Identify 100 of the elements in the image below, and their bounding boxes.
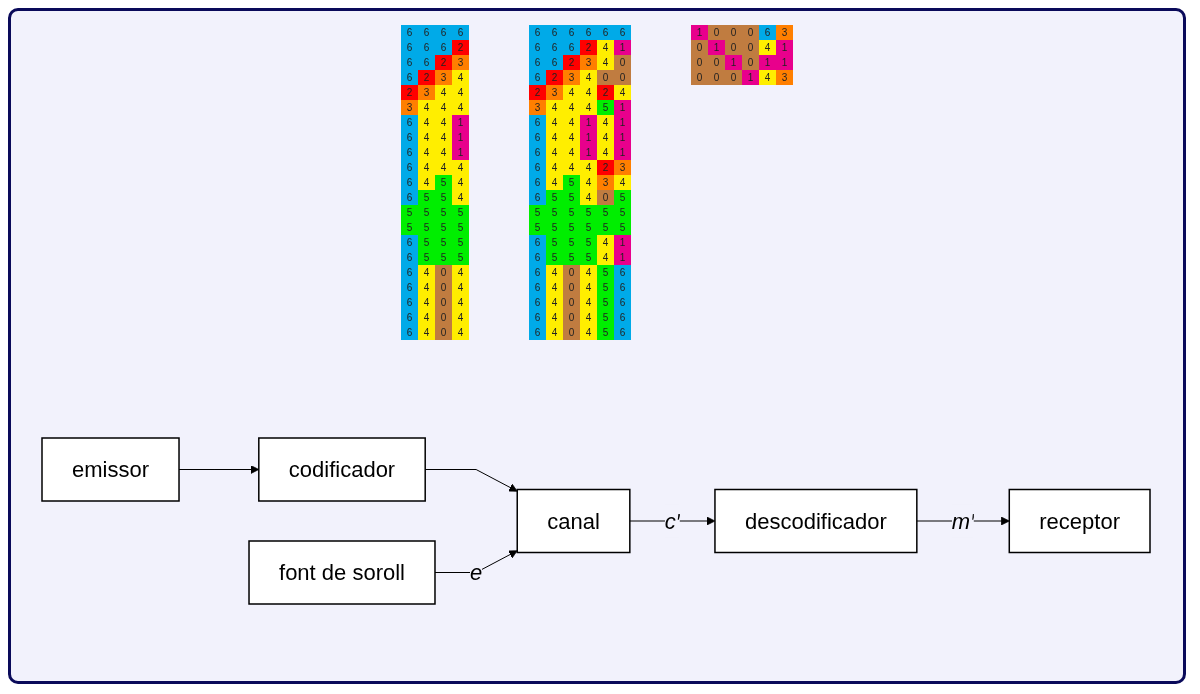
matrix-entry: 6: [529, 190, 546, 205]
matrix-entry: 4: [546, 295, 563, 310]
matrix-entry: 4: [418, 325, 435, 340]
matrix-entry: 0: [563, 310, 580, 325]
matrix-entry: 5: [435, 220, 452, 235]
matrix-entry: 6: [401, 265, 418, 280]
matrix-entry: 6: [401, 310, 418, 325]
matrix-entry: 5: [597, 220, 614, 235]
matrix-entry: 6: [401, 55, 418, 70]
matrix-entry: 1: [452, 145, 469, 160]
matrix-entry: 4: [546, 130, 563, 145]
matrix-entry: 6: [452, 25, 469, 40]
matrix-entry: 4: [597, 145, 614, 160]
matrix-entry: 4: [418, 145, 435, 160]
matrix-entry: 4: [418, 280, 435, 295]
matrix-entry: 0: [563, 295, 580, 310]
matrix-entry: 4: [546, 145, 563, 160]
matrix-entry: 2: [529, 85, 546, 100]
matrix-entry: 4: [614, 175, 631, 190]
matrix-entry: 0: [691, 40, 708, 55]
matrix-entry: 0: [614, 70, 631, 85]
matrix-entry: 3: [614, 160, 631, 175]
matrix-entry: 4: [580, 100, 597, 115]
matrix-entry: 4: [452, 295, 469, 310]
matrix-entry: 6: [529, 130, 546, 145]
matrix-entry: 0: [435, 325, 452, 340]
matrix-entry: 3: [418, 85, 435, 100]
matrix-entry: 0: [691, 70, 708, 85]
matrix-entry: 5: [529, 205, 546, 220]
matrix-entry: 4: [614, 85, 631, 100]
matrix-entry: 5: [418, 190, 435, 205]
matrix-entry: 5: [435, 175, 452, 190]
matrix-entry: 0: [708, 55, 725, 70]
matrix-entry: 0: [725, 25, 742, 40]
matrix-entry: 5: [418, 250, 435, 265]
matrix-entry: 6: [546, 25, 563, 40]
matrix-entry: 1: [614, 130, 631, 145]
node-box: receptor: [1008, 488, 1151, 554]
matrix-entry: 1: [614, 145, 631, 160]
matrix-entry: 4: [546, 175, 563, 190]
matrix-entry: 4: [452, 325, 469, 340]
matrix-entry: 6: [529, 70, 546, 85]
matrix-entry: 4: [418, 265, 435, 280]
matrix-entry: 4: [563, 85, 580, 100]
arrow: [434, 550, 518, 573]
matrix-entry: 1: [691, 25, 708, 40]
matrix-entry: 5: [580, 220, 597, 235]
matrix-entry: 4: [418, 100, 435, 115]
matrix-entry: 0: [435, 280, 452, 295]
matrix-entry: 4: [563, 160, 580, 175]
matrix-entry: 4: [580, 295, 597, 310]
matrix-entry: 6: [401, 175, 418, 190]
matrix-entry: 3: [401, 100, 418, 115]
matrix-entry: 6: [529, 175, 546, 190]
matrix-entry: 0: [435, 310, 452, 325]
matrix-entry: 6: [529, 25, 546, 40]
matrix-entry: 0: [597, 70, 614, 85]
matrix-entry: 1: [725, 55, 742, 70]
matrix-entry: 5: [563, 190, 580, 205]
matrix-entry: 3: [776, 70, 793, 85]
matrix-entry: 5: [580, 235, 597, 250]
matrix-entry: 5: [418, 220, 435, 235]
matrix-entry: 6: [401, 145, 418, 160]
matrix-entry: 6: [614, 325, 631, 340]
matrix-entry: 6: [401, 190, 418, 205]
matrix-entry: 4: [546, 310, 563, 325]
matrix-entry: 6: [597, 25, 614, 40]
matrix-entry: 5: [452, 205, 469, 220]
matrix-entry: 4: [435, 115, 452, 130]
matrix-entry: 6: [418, 25, 435, 40]
matrix-entry: 6: [401, 70, 418, 85]
matrix-entry: 0: [435, 295, 452, 310]
matrix-entry: 4: [597, 250, 614, 265]
matrix-entry: 5: [597, 100, 614, 115]
matrix-entry: 4: [580, 280, 597, 295]
node-box: canal: [516, 488, 631, 554]
matrix-entry: 0: [691, 55, 708, 70]
matrix-entry: 4: [452, 100, 469, 115]
node-box: codificador: [258, 437, 426, 502]
matrix-entry: 5: [452, 250, 469, 265]
matrix-entry: 3: [529, 100, 546, 115]
matrix-entry: 6: [418, 40, 435, 55]
matrix-entry: 5: [597, 325, 614, 340]
matrix-entry: 0: [597, 190, 614, 205]
matrix-entry: 6: [529, 295, 546, 310]
matrix-entry: 4: [580, 160, 597, 175]
matrix-entry: 1: [708, 40, 725, 55]
matrix-entry: 6: [529, 145, 546, 160]
matrix-entry: 2: [401, 85, 418, 100]
matrix-entry: 6: [529, 325, 546, 340]
matrix-entry: 4: [563, 145, 580, 160]
matrix-entry: 4: [418, 130, 435, 145]
matrix-entry: 1: [614, 250, 631, 265]
matrix-entry: 4: [418, 115, 435, 130]
matrix-entry: 5: [563, 250, 580, 265]
matrix-entry: 5: [563, 220, 580, 235]
matrix-entry: 0: [563, 325, 580, 340]
matrix-entry: 3: [452, 55, 469, 70]
matrix-entry: 5: [614, 220, 631, 235]
matrix-entry: 5: [563, 205, 580, 220]
